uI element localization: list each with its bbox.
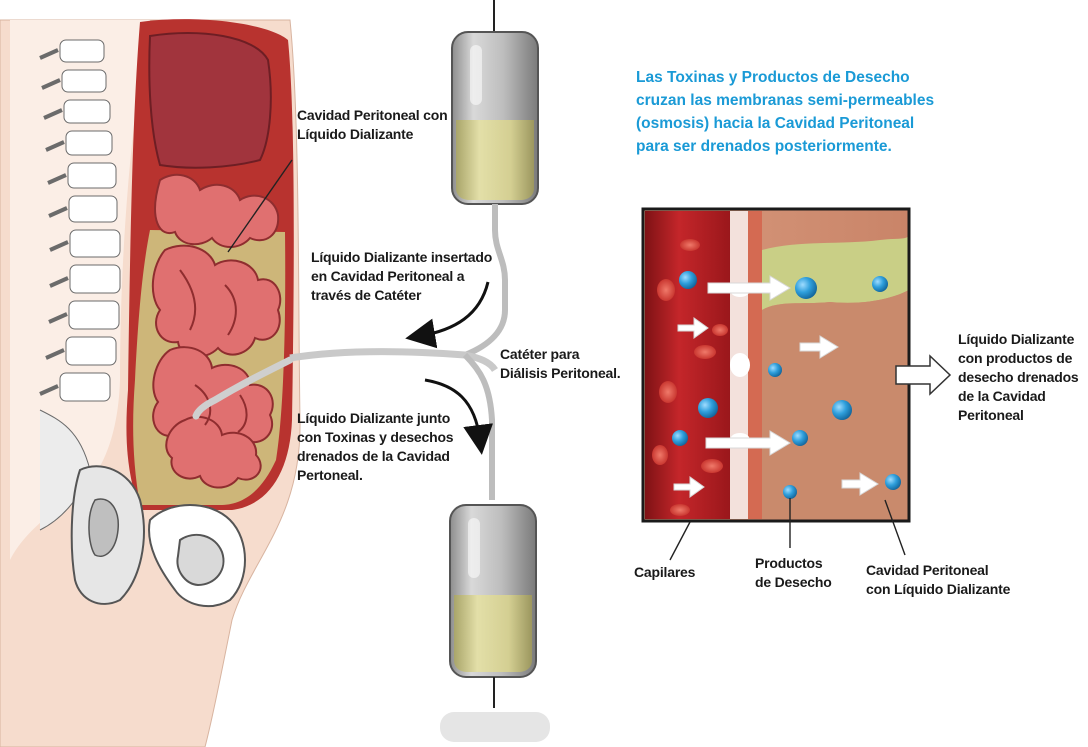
body-section bbox=[0, 19, 300, 747]
label-line: con productos de bbox=[958, 349, 1079, 368]
label-liquido-insertado: Líquido Dializante insertado en Cavidad … bbox=[311, 248, 492, 305]
label-line: Cavidad Peritoneal bbox=[866, 561, 1010, 580]
headline-line: para ser drenados posteriormente. bbox=[636, 135, 934, 158]
label-line: Líquido Dializante bbox=[958, 330, 1079, 349]
label-line: Pertoneal. bbox=[297, 466, 453, 485]
label-capilares: Capilares bbox=[634, 563, 695, 582]
label-line: Productos bbox=[755, 554, 832, 573]
label-line: Líquido Dializante junto bbox=[297, 409, 453, 428]
label-line: través de Catéter bbox=[311, 286, 492, 305]
label-line: Catéter para bbox=[500, 345, 621, 364]
label-line: Cavidad Peritoneal con bbox=[297, 106, 447, 125]
label-line: desecho drenados bbox=[958, 368, 1079, 387]
label-line: con Líquido Dializante bbox=[866, 580, 1010, 599]
membrane-detail-panel bbox=[643, 209, 950, 560]
label-cavidad-liquido: Cavidad Peritoneal con Líquido Dializant… bbox=[866, 561, 1010, 599]
label-line: con Toxinas y desechos bbox=[297, 428, 453, 447]
label-line: Líquido Dializante bbox=[297, 125, 447, 144]
headline-line: cruzan las membranas semi-permeables bbox=[636, 89, 934, 112]
label-cavidad-peritoneal: Cavidad Peritoneal con Líquido Dializant… bbox=[297, 106, 447, 144]
label-line: Peritoneal bbox=[958, 406, 1079, 425]
headline-line: (osmosis) hacia la Cavidad Peritoneal bbox=[636, 112, 934, 135]
headline-text: Las Toxinas y Productos de Desecho cruza… bbox=[636, 66, 934, 158]
label-line: Capilares bbox=[634, 563, 695, 582]
dialysate-bag-bottom bbox=[450, 505, 536, 677]
label-liquido-drenado: Líquido Dializante junto con Toxinas y d… bbox=[297, 409, 453, 485]
label-productos-desecho: Productos de Desecho bbox=[755, 554, 832, 592]
label-cateter: Catéter para Diálisis Peritoneal. bbox=[500, 345, 621, 383]
label-line: Diálisis Peritoneal. bbox=[500, 364, 621, 383]
intestines bbox=[153, 175, 280, 488]
dialysate-bag-top bbox=[452, 32, 538, 204]
stomach bbox=[149, 33, 271, 168]
label-line: drenados de la Cavidad bbox=[297, 447, 453, 466]
label-line: Líquido Dializante insertado bbox=[311, 248, 492, 267]
label-line: en Cavidad Peritoneal a bbox=[311, 267, 492, 286]
label-liquido-salida: Líquido Dializante con productos de dese… bbox=[958, 330, 1079, 425]
label-line: de la Cavidad bbox=[958, 387, 1079, 406]
drain-shadow bbox=[440, 712, 550, 742]
headline-line: Las Toxinas y Productos de Desecho bbox=[636, 66, 934, 89]
label-line: de Desecho bbox=[755, 573, 832, 592]
